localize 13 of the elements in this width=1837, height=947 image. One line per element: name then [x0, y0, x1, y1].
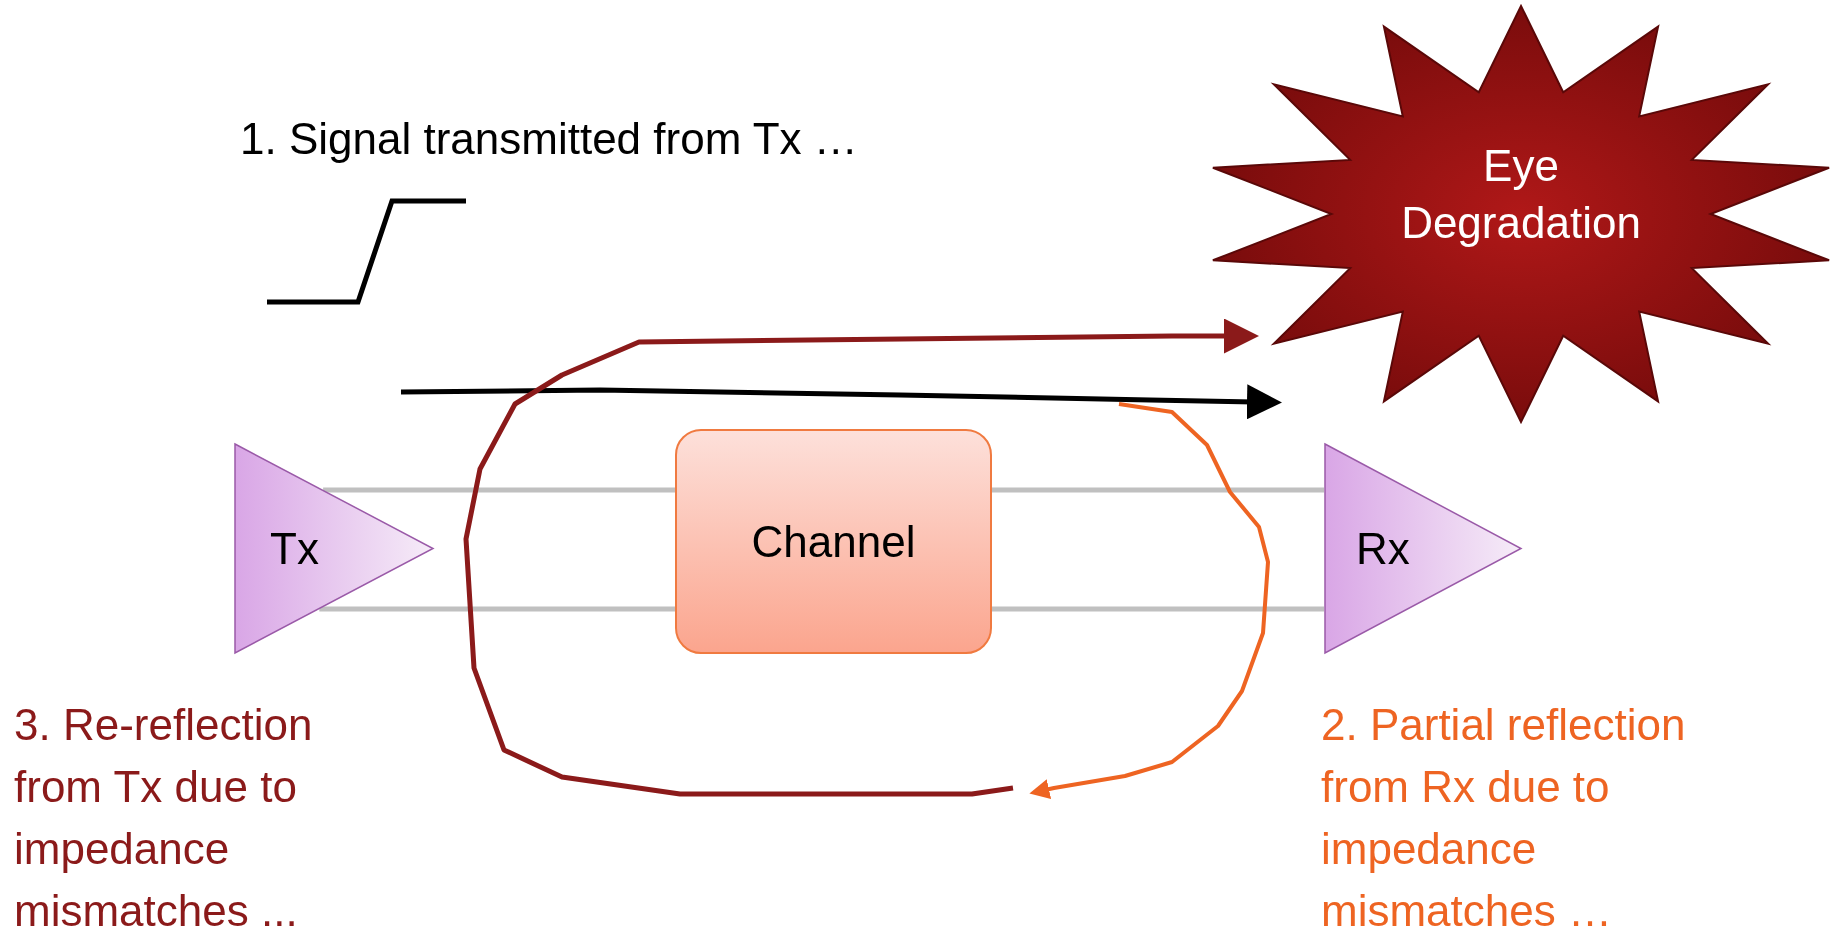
annotation-text: 1. Signal transmitted from Tx …: [240, 113, 859, 165]
wire-line: [319, 606, 675, 612]
annotation-text: 3. Re-reflection from Tx due to impedance mismatches ...: [14, 699, 314, 937]
annotation-text: 2. Partial reflection from Rx due to impedance mismatches …: [1321, 699, 1687, 937]
node-label: Channel: [751, 515, 916, 568]
wire-line: [323, 487, 675, 493]
node-label: Eye Degradation: [1400, 139, 1642, 249]
wire-line: [992, 487, 1324, 493]
signal-arrow: [463, 318, 1259, 797]
signal-arrow: [400, 384, 1282, 420]
node-label: Rx: [1355, 522, 1410, 575]
wire-line: [992, 606, 1324, 612]
node-label: Tx: [269, 522, 319, 575]
